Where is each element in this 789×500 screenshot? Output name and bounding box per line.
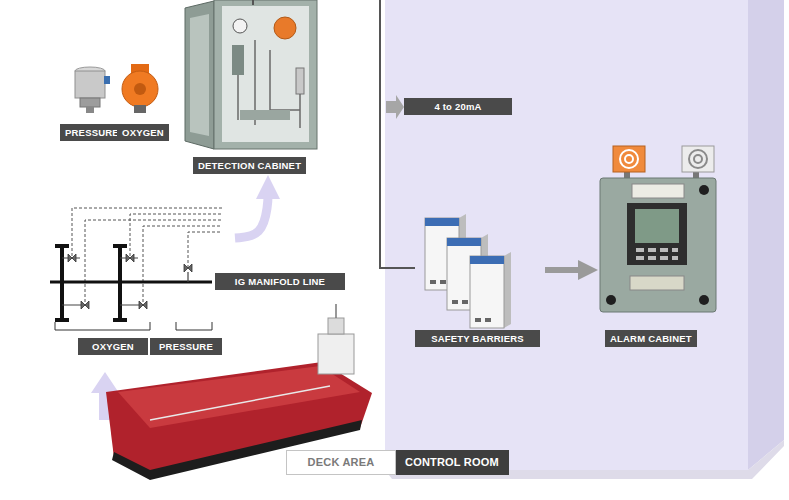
sensor-hex [80,98,100,107]
sample-line [72,208,222,302]
alarm-knob [699,295,709,305]
cabinet-rail [240,110,290,120]
barrier-side [504,252,511,328]
sensor-connector [104,76,110,84]
ship-bridge [328,318,344,334]
ship-deck [118,366,360,428]
node-label: ALARM CABINET [605,330,697,347]
part-label: PRESSURE [150,338,222,355]
detector-nozzle [134,105,146,113]
barrier-stripe [425,218,459,226]
cabinet-filter [296,68,304,94]
signal-arrow [545,267,582,273]
cabinet-door-pane [190,14,209,136]
alarm-knob [699,185,709,195]
barrier-terminal [430,282,491,320]
alarm-light-ring [689,150,707,168]
alarm-keypad [636,250,678,258]
branch-pipe [55,246,127,320]
alarm-light [613,146,645,172]
alarm-light-ring [625,155,633,163]
signal-arrow [386,95,404,119]
barrier-stripe [447,238,481,246]
ship-mast [335,304,337,318]
cabinet-detector [274,17,296,39]
part-label: PRESSURE [60,124,124,141]
ship-deck-pipe [150,386,330,420]
cabinet-panel [222,6,309,142]
alarm-cabinet: ALARM CABINET [598,140,718,350]
sensor-thread [86,107,94,113]
cabinet-door [185,1,214,149]
cabinet-tubing [238,40,300,128]
safety-barriers: SAFETY BARRIERS [415,210,545,350]
barrier-stripe [470,256,504,264]
area-label: DECK AREA [286,450,396,475]
signal-label: 4 to 20mA [404,98,512,115]
room-front-face [385,0,748,470]
alarm-light [682,146,714,172]
ship-superstructure [318,334,354,374]
alarm-screen-frame [627,203,687,265]
barrier-module [470,256,504,328]
control-room: CONTROL ROOMSAFETY BARRIERSALARM CABINET [385,0,748,470]
valve-symbol [68,254,192,309]
alarm-nameplate [632,184,684,198]
alarm-knob [606,295,616,305]
tap-line [62,258,188,305]
alarm-light-ring [620,150,638,168]
part-label: OXYGEN [78,338,148,355]
alarm-plate [630,276,684,290]
bracket [55,322,212,330]
part-label: OXYGEN [117,124,169,141]
gauge [233,19,247,33]
alarm-screen [635,209,679,243]
cabinet-module [232,45,244,75]
detection-cabinet: DETECTION CABINET [185,5,317,175]
alarm-light-ring [694,155,702,163]
flow-arrow [235,194,268,238]
alarm-cabinet-body [600,178,716,312]
signal-wire [253,0,415,268]
manifold-line: IG MANIFOLD LINE [45,238,350,295]
detector-window [134,83,146,95]
detector-body [122,71,158,107]
node-label: SAFETY BARRIERS [415,330,540,347]
node-label: CONTROL ROOM [395,450,509,475]
sensor-body [75,71,105,98]
node-label: DETECTION CABINET [193,157,306,174]
room-side-face [748,0,784,470]
cabinet-body [214,0,317,149]
node-label: IG MANIFOLD LINE [215,273,345,290]
